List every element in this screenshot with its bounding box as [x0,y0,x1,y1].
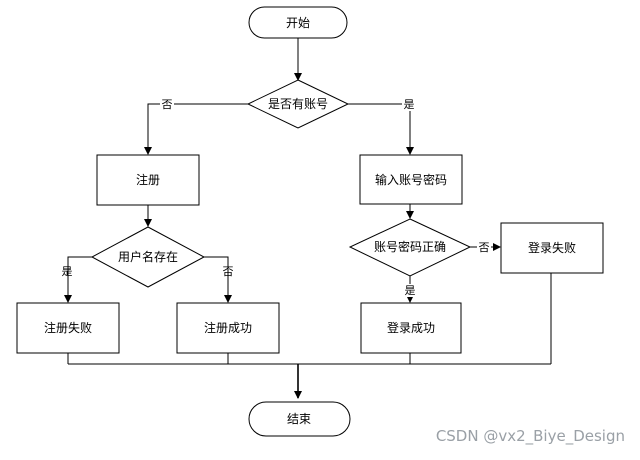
node-login-fail-label: 登录失败 [528,240,576,255]
node-login-success-label: 登录成功 [387,320,435,335]
node-has-account-label: 是否有账号 [268,97,328,111]
edge-has-account-no [144,103,248,155]
edge-username-exists-yes [64,256,92,303]
edge-username-exists-no [204,256,232,303]
node-register-success-label: 注册成功 [204,320,252,335]
node-register-label: 注册 [136,172,160,187]
node-enter-credentials: 输入账号密码 [359,154,463,205]
label-has-account-yes: 是 [404,98,415,111]
label-username-exists-yes: 是 [62,265,73,278]
label-username-exists-no: 否 [223,265,234,278]
node-login-fail: 登录失败 [500,222,604,274]
node-has-account: 是否有账号 [246,79,350,129]
edges [64,38,552,399]
edge-has-account-yes [348,103,414,155]
node-register-success: 注册成功 [176,302,280,354]
label-credentials-correct-yes: 是 [405,284,416,297]
edge-labels: 否 是 是 否 否 是 [62,97,491,297]
node-login-success: 登录成功 [360,302,462,354]
node-enter-credentials-label: 输入账号密码 [375,172,447,187]
label-credentials-correct-no: 否 [479,241,490,254]
node-credentials-correct-label: 账号密码正确 [374,239,446,254]
node-end-label: 结束 [287,412,311,426]
node-end: 结束 [248,401,351,437]
node-start: 开始 [248,6,348,39]
watermark: CSDN @vx2_Biye_Design [436,427,625,446]
label-has-account-no: 否 [162,98,173,111]
node-credentials-correct: 账号密码正确 [348,218,472,277]
node-username-exists-label: 用户名存在 [118,249,178,264]
node-start-label: 开始 [286,16,310,30]
node-register-fail: 注册失败 [16,302,120,354]
node-register-fail-label: 注册失败 [44,320,92,335]
node-username-exists: 用户名存在 [90,226,206,288]
node-register: 注册 [96,154,200,206]
